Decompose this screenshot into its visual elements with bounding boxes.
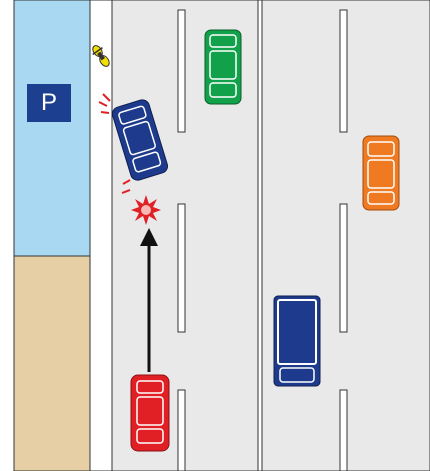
orange-car — [363, 136, 399, 210]
red-car — [131, 375, 169, 451]
collision-burst-icon — [131, 195, 161, 225]
green-car — [205, 30, 241, 104]
lane-dash — [178, 390, 185, 471]
blue-truck — [274, 296, 320, 386]
parking-sign: P — [27, 84, 71, 122]
parking-area — [14, 0, 90, 256]
center-divider — [258, 0, 262, 471]
sidewalk — [90, 0, 112, 471]
lane-dash — [340, 10, 347, 132]
dirt-area — [14, 256, 90, 471]
lane-dash — [340, 204, 347, 332]
lane-dash — [178, 204, 185, 332]
lane-dash — [340, 390, 347, 471]
lane-dash — [178, 10, 185, 132]
